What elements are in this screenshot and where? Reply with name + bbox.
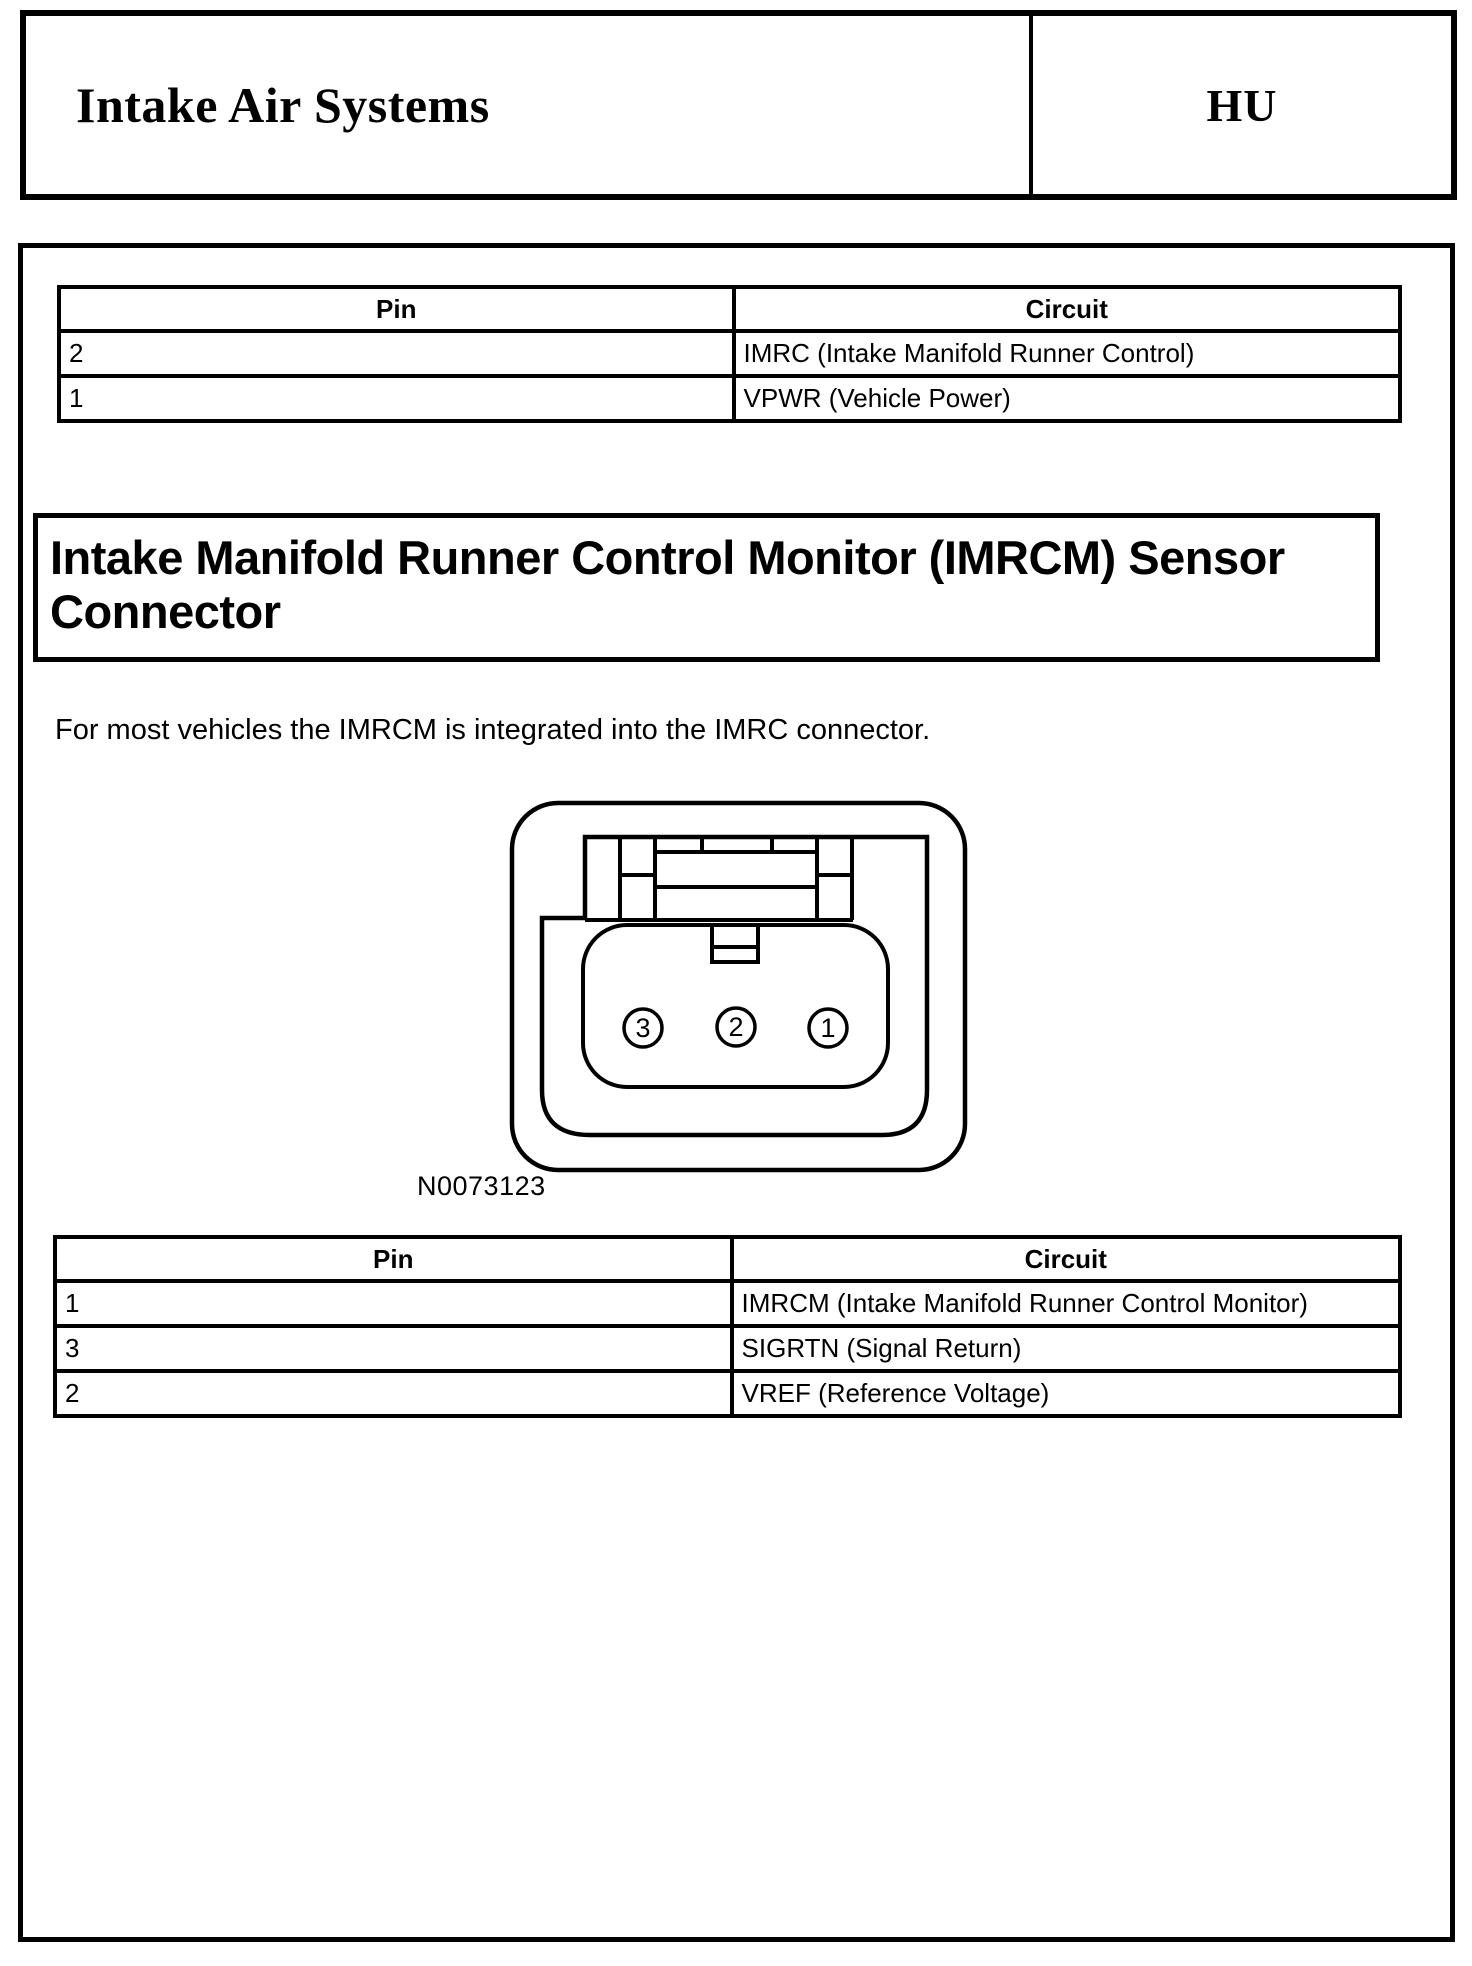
column-header-circuit: Circuit bbox=[729, 1235, 1403, 1283]
pin-1: 1 bbox=[807, 1007, 849, 1049]
circuit-cell: VREF (Reference Voltage) bbox=[729, 1369, 1403, 1418]
connector-notch bbox=[710, 923, 760, 964]
circuit-cell: IMRC (Intake Manifold Runner Control) bbox=[731, 329, 1403, 378]
table-row: 1 VPWR (Vehicle Power) bbox=[57, 374, 1403, 423]
pin-2: 2 bbox=[715, 1006, 757, 1048]
circuit-cell: VPWR (Vehicle Power) bbox=[731, 374, 1403, 423]
figure-number: N0073123 bbox=[417, 1171, 546, 1201]
connector-latch-lines bbox=[585, 837, 854, 922]
circuit-cell: IMRCM (Intake Manifold Runner Control Mo… bbox=[729, 1279, 1403, 1328]
table-row: 3 SIGRTN (Signal Return) bbox=[53, 1324, 1403, 1373]
circuit-cell: SIGRTN (Signal Return) bbox=[729, 1324, 1403, 1373]
pin-table-imrc: Pin Circuit 2 IMRC (Intake Manifold Runn… bbox=[57, 285, 1403, 423]
pin-cell: 3 bbox=[53, 1324, 734, 1373]
pin-2-label: 2 bbox=[728, 1012, 743, 1042]
pin-cell: 1 bbox=[57, 374, 736, 423]
pin-3-label: 3 bbox=[635, 1013, 650, 1043]
table-header-row: Pin Circuit bbox=[57, 285, 1403, 333]
body-text: For most vehicles the IMRCM is integrate… bbox=[55, 714, 931, 746]
content-frame bbox=[18, 243, 1455, 1942]
connector-pins: 3 2 1 bbox=[622, 1006, 849, 1049]
column-header-pin: Pin bbox=[57, 285, 736, 333]
section-code: HU bbox=[1206, 79, 1278, 131]
connector-diagram: 3 2 1 bbox=[509, 800, 968, 1173]
connector-inner-shell bbox=[539, 834, 930, 1138]
table-header-row: Pin Circuit bbox=[53, 1235, 1403, 1283]
table-row: 1 IMRCM (Intake Manifold Runner Control … bbox=[53, 1279, 1403, 1328]
section-title-box: Intake Manifold Runner Control Monitor (… bbox=[33, 513, 1380, 662]
pin-cell: 1 bbox=[53, 1279, 734, 1328]
pin-1-label: 1 bbox=[820, 1013, 835, 1043]
pin-1-circle bbox=[807, 1007, 849, 1049]
pin-table-imrcm: Pin Circuit 1 IMRCM (Intake Manifold Run… bbox=[53, 1235, 1403, 1418]
page-header: Intake Air Systems HU bbox=[20, 10, 1457, 200]
page-header-code-cell: HU bbox=[1033, 16, 1451, 194]
pin-3: 3 bbox=[622, 1007, 664, 1049]
pin-3-circle bbox=[622, 1007, 664, 1049]
pin-cell: 2 bbox=[57, 329, 736, 378]
connector-outer-shell bbox=[509, 800, 968, 1173]
column-header-circuit: Circuit bbox=[731, 285, 1403, 333]
table-row: 2 IMRC (Intake Manifold Runner Control) bbox=[57, 329, 1403, 378]
pin-cell: 2 bbox=[53, 1369, 734, 1418]
column-header-pin: Pin bbox=[53, 1235, 734, 1283]
pin-2-circle bbox=[715, 1006, 757, 1048]
page-title: Intake Air Systems bbox=[76, 77, 490, 133]
table-row: 2 VREF (Reference Voltage) bbox=[53, 1369, 1403, 1418]
section-title: Intake Manifold Runner Control Monitor (… bbox=[50, 531, 1285, 638]
page-header-title-cell: Intake Air Systems bbox=[26, 16, 1033, 194]
